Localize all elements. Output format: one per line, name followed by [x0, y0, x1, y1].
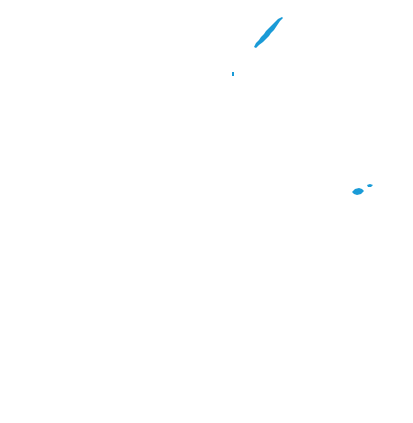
lake-blob — [352, 188, 364, 195]
lake-dot-small — [232, 72, 234, 76]
lake-elongated — [254, 17, 283, 48]
lake-dot-right — [367, 184, 373, 187]
